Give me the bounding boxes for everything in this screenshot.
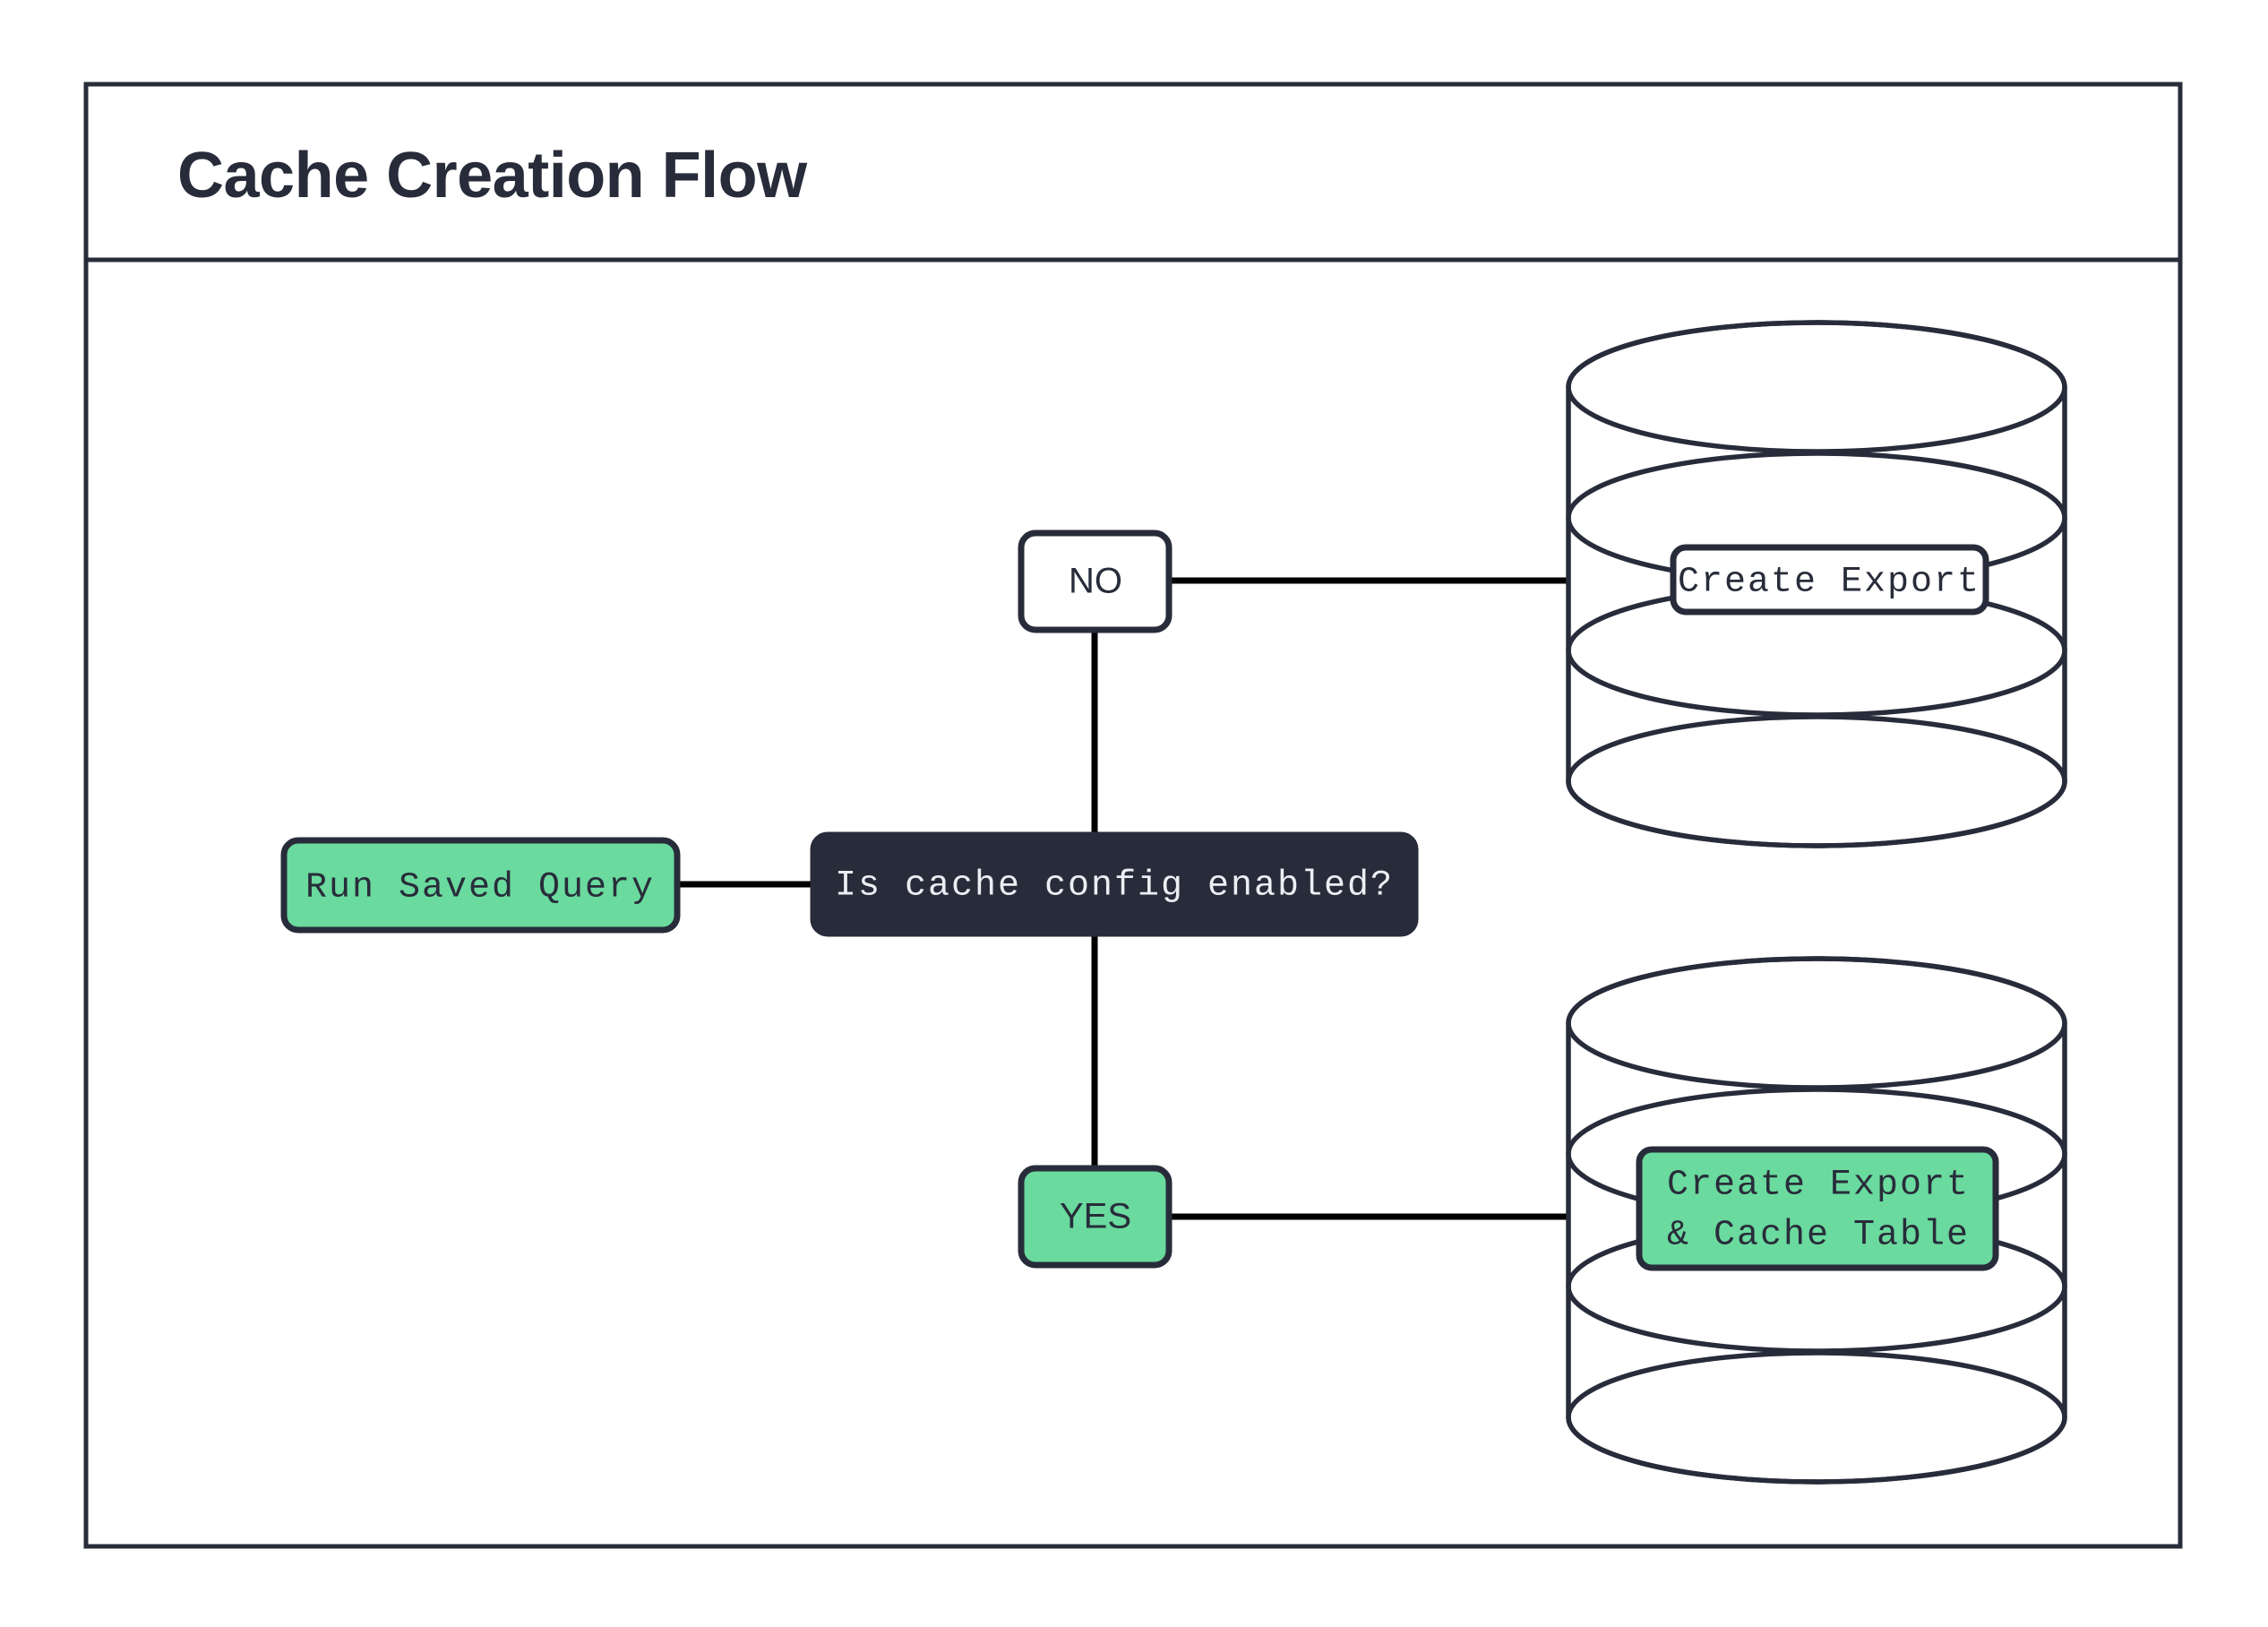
create-export-cache-ring-4 [1566, 1350, 2067, 1485]
decision-box[interactable] [810, 831, 1419, 937]
decision-label: Is cache config enabled? [835, 866, 1394, 907]
run-saved-query-label: Run Saved Query [305, 868, 655, 908]
create-export-cache-label-box[interactable] [1636, 1146, 1999, 1271]
create-export-cache-label-line2: & Cache Table [1667, 1216, 1970, 1256]
page-title: Cache Creation Flow [177, 140, 808, 211]
branch-no-box[interactable] [1018, 529, 1173, 633]
branch-yes-label: YES [1060, 1197, 1131, 1236]
connector-group [677, 577, 1576, 1220]
run-saved-query-box[interactable] [280, 837, 681, 934]
node-create-export-and-cache-table[interactable]: Create Export & Cache Table [1566, 956, 2067, 1485]
branch-no-label: NO [1069, 562, 1122, 601]
create-export-cache-label-line1: Create Export [1667, 1166, 1970, 1206]
create-export-ring-4 [1566, 714, 2067, 848]
node-run-saved-query[interactable]: Run Saved Query [280, 837, 681, 934]
node-create-export[interactable]: Create Export [1566, 320, 2067, 848]
node-branch-yes[interactable]: YES [1018, 1165, 1173, 1269]
node-is-cache-config-enabled[interactable]: Is cache config enabled? [810, 831, 1419, 937]
create-export-label: Create Export [1678, 563, 1980, 603]
branch-yes-box[interactable] [1018, 1165, 1173, 1269]
node-branch-no[interactable]: NO [1018, 529, 1173, 633]
create-export-label-box[interactable] [1670, 544, 1989, 616]
